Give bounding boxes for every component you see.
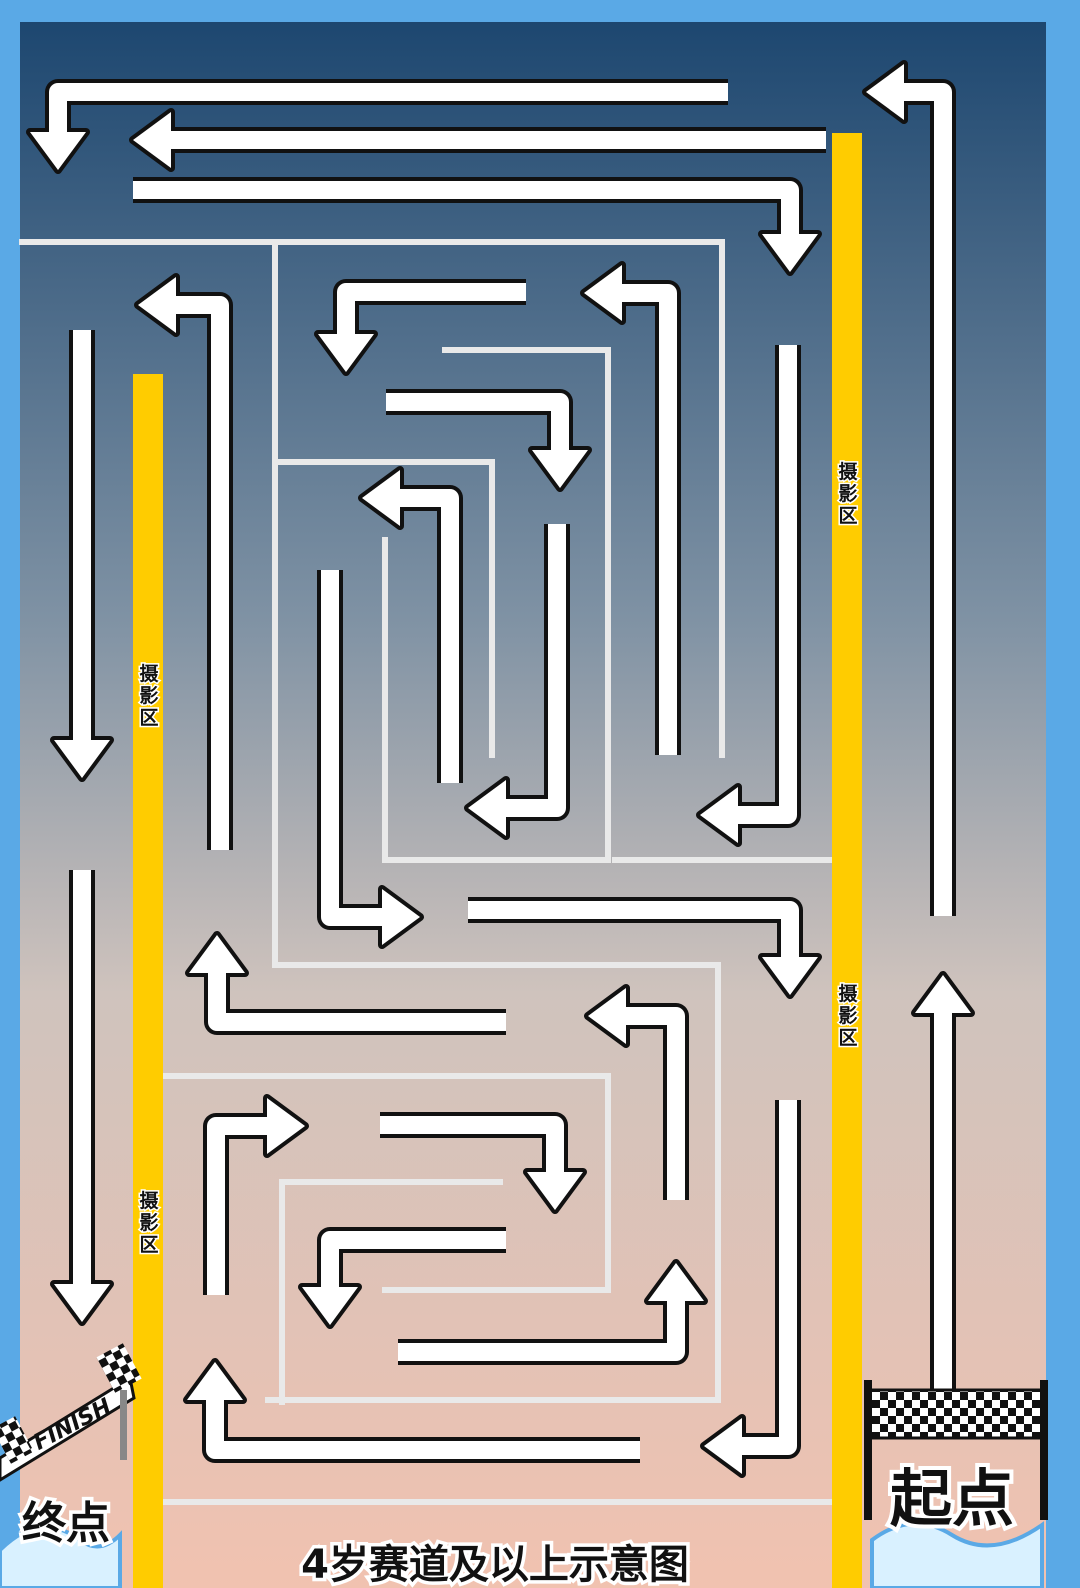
direction-arrow: [911, 971, 975, 1400]
direction-arrow: [696, 345, 801, 847]
photo-zone-right-lower-label: 摄影区: [838, 982, 858, 1049]
photo-zone-left-upper-label: 摄影区: [139, 662, 159, 729]
direction-arrow: [317, 570, 424, 949]
direction-arrow: [26, 79, 728, 174]
track-boundary-line: [382, 347, 611, 863]
track-boundary-line: [19, 239, 725, 758]
direction-arrow: [203, 1094, 309, 1295]
finish-gate: [0, 1343, 142, 1588]
photo-zone-right-upper-strip: [832, 133, 862, 1588]
photo-zone-left-upper-strip: [133, 374, 163, 1588]
direction-arrow: [464, 524, 570, 840]
direction-arrow: [133, 177, 822, 276]
track-boundary-line: [162, 1073, 611, 1293]
direction-arrow: [386, 389, 592, 492]
direction-arrow: [314, 279, 526, 376]
start-gate: [864, 1380, 1048, 1588]
direction-arrow: [50, 330, 114, 782]
direction-arrow: [700, 1100, 801, 1478]
track-boundary-line: [277, 459, 495, 758]
direction-arrow: [298, 1227, 506, 1329]
direction-arrow: [468, 897, 822, 999]
track-boundaries: [19, 239, 838, 1505]
track-boundary-line: [265, 242, 721, 1403]
direction-arrow: [134, 273, 233, 850]
photo-zone-right-upper-label: 摄影区: [838, 460, 858, 527]
direction-arrow: [129, 108, 826, 172]
direction-arrows: [26, 60, 975, 1478]
direction-arrow: [183, 1358, 640, 1463]
direction-arrow: [584, 984, 689, 1200]
start-label: 起点: [890, 1462, 1014, 1535]
diagram-title: 4岁赛道及以上示意图: [301, 1542, 689, 1588]
direction-arrow: [862, 60, 956, 916]
direction-arrow: [580, 261, 681, 755]
direction-arrow: [380, 1112, 587, 1214]
direction-arrow: [50, 870, 114, 1326]
end-label: 终点: [22, 1498, 110, 1549]
photo-zone-left-lower-label: 摄影区: [139, 1189, 159, 1256]
direction-arrow: [185, 931, 506, 1035]
direction-arrow: [398, 1259, 708, 1365]
track-boundary-line: [279, 1179, 503, 1405]
direction-arrow: [358, 466, 463, 783]
